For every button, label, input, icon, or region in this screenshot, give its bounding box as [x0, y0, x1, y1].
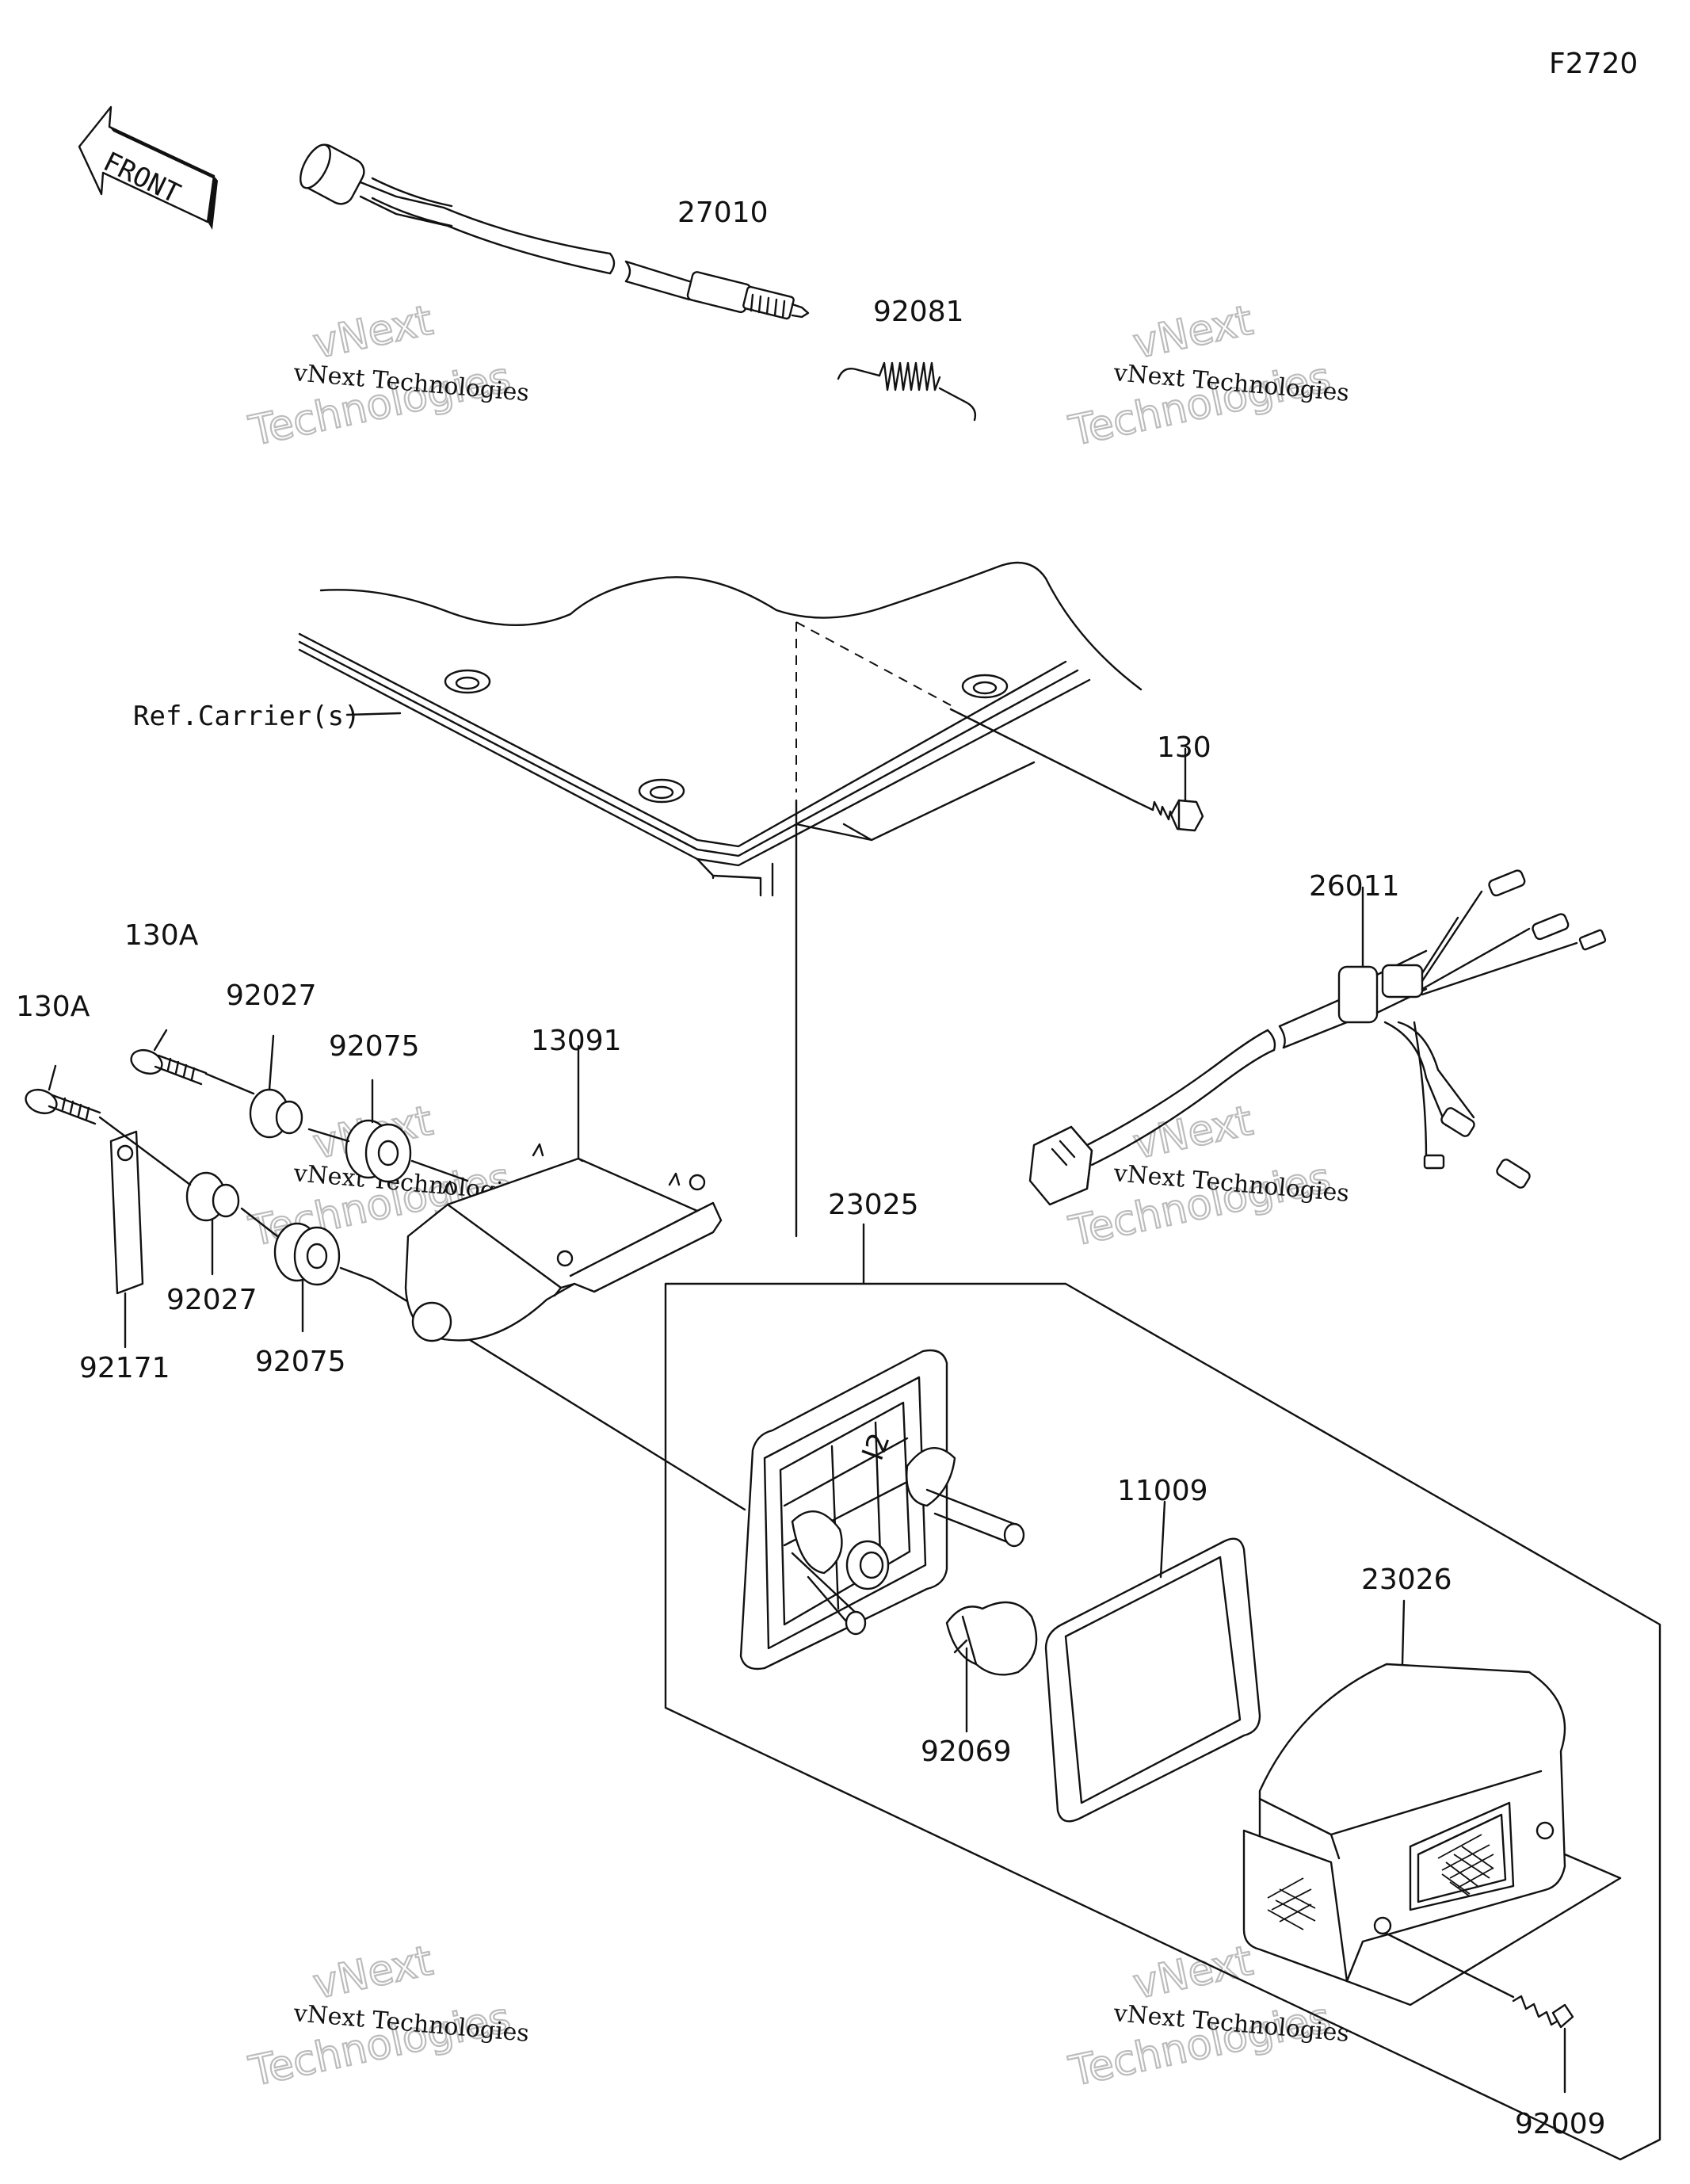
label-23025: 23025 [828, 1189, 919, 1221]
label-92027-upper: 92027 [226, 979, 317, 1012]
bolt-130A-lower [25, 1064, 101, 1125]
figure-code: F2720 [1549, 48, 1638, 80]
label-130A-upper: 130A [124, 919, 199, 952]
svg-text:vNext: vNext [309, 296, 437, 368]
label-92081: 92081 [873, 296, 964, 328]
label-92069: 92069 [921, 1735, 1012, 1768]
lamp-housing: l2 [739, 1349, 1025, 1670]
bracket-13091 [404, 1044, 723, 1342]
bolt-130A-upper [130, 1029, 208, 1086]
svg-text:vNext: vNext [1129, 1937, 1257, 2008]
label-130: 130 [1157, 731, 1211, 764]
damper-92075-lower [273, 1222, 341, 1333]
bolt-130 [1131, 747, 1204, 832]
label-92171: 92171 [79, 1352, 170, 1384]
label-130A-lower: 130A [16, 991, 90, 1023]
label-92009: 92009 [1515, 2108, 1606, 2140]
label-26011: 26011 [1309, 870, 1400, 903]
carrier-reference: Ref.Carrier(s) [133, 561, 1143, 1238]
watermark-top-left: vNext Technologies vNext Technologies [244, 296, 530, 456]
watermark-mid-right: vNext Technologies vNext Technologies [1064, 1096, 1350, 1257]
svg-text:vNext: vNext [309, 1937, 437, 2008]
label-27010: 27010 [677, 197, 769, 229]
label-13091: 13091 [531, 1025, 622, 1057]
svg-text:vNext: vNext [1129, 296, 1257, 368]
collar-92027-lower [185, 1171, 240, 1276]
lens-23026 [1242, 1599, 1622, 2006]
part-labels: 27010 92081 130 26011 130A 130A 92027 92… [16, 197, 1606, 2140]
spring-92081 [837, 361, 977, 422]
watermark-bottom-left: vNext Technologies vNext Technologies [244, 1936, 530, 2097]
harness-26011 [1028, 869, 1607, 1206]
plate-92171 [109, 1130, 144, 1349]
label-92027-lower: 92027 [166, 1284, 258, 1316]
damper-92075-upper [345, 1079, 412, 1183]
screw-92009 [1512, 1995, 1574, 2094]
label-92075-upper: 92075 [329, 1030, 420, 1063]
label-92075-lower: 92075 [255, 1346, 346, 1378]
label-23026: 23026 [1361, 1564, 1452, 1596]
switch-27010 [299, 143, 810, 320]
label-11009: 11009 [1117, 1475, 1208, 1507]
gasket-11009 [1044, 1500, 1261, 1823]
watermark-top-right: vNext Technologies vNext Technologies [1064, 296, 1350, 456]
front-direction-arrow: FRONT [78, 105, 218, 230]
assembly-bracket-23025 [664, 1223, 1661, 2161]
bulb-92069 [945, 1601, 1038, 1733]
collar-92027-upper [249, 1034, 303, 1139]
ref-carrier-label: Ref.Carrier(s) [133, 701, 361, 732]
